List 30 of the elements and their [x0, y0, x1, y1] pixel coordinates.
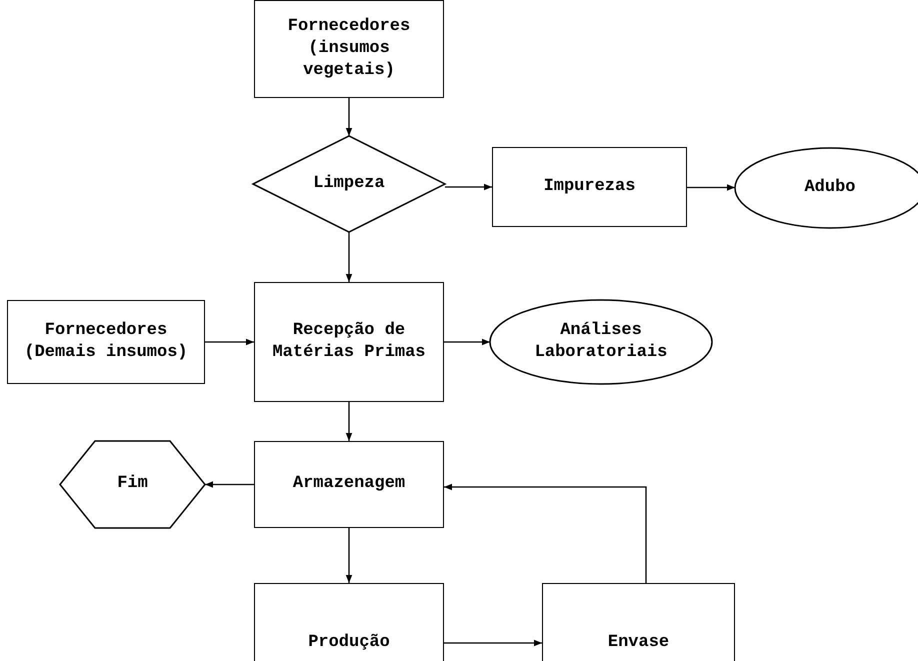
arrow [444, 338, 490, 346]
arrow [205, 481, 254, 488]
arrow [346, 528, 352, 583]
node-label: Fornecedores (insumos vegetais) [286, 16, 412, 82]
end-hexagon [60, 441, 205, 528]
arrow [346, 98, 352, 136]
process-box [7, 300, 205, 384]
arrow [445, 184, 492, 190]
node-label: Envase [608, 632, 670, 654]
node-label: Análises Laboratoriais [534, 320, 668, 364]
arrow [205, 338, 254, 346]
node-label: Recepção de Matérias Primas [271, 320, 427, 364]
node-label: Impurezas [544, 176, 636, 198]
terminal-ellipse [490, 300, 712, 384]
node-label: Fim [117, 473, 148, 496]
arrow [687, 184, 735, 191]
arrow [346, 402, 352, 441]
node-label: Adubo [804, 176, 856, 199]
arrow [346, 232, 352, 282]
process-box [254, 441, 444, 528]
node-label: Limpeza [313, 172, 385, 195]
node-label: Produção [308, 632, 390, 654]
process-box [254, 0, 444, 98]
process-box [492, 147, 687, 227]
arrow [444, 640, 542, 646]
process-box [254, 282, 444, 402]
node-label: Fornecedores (Demais insumos) [23, 320, 189, 364]
decision-diamond [253, 136, 445, 232]
node-label: Armazenagem [292, 473, 406, 496]
arrow [444, 484, 647, 583]
